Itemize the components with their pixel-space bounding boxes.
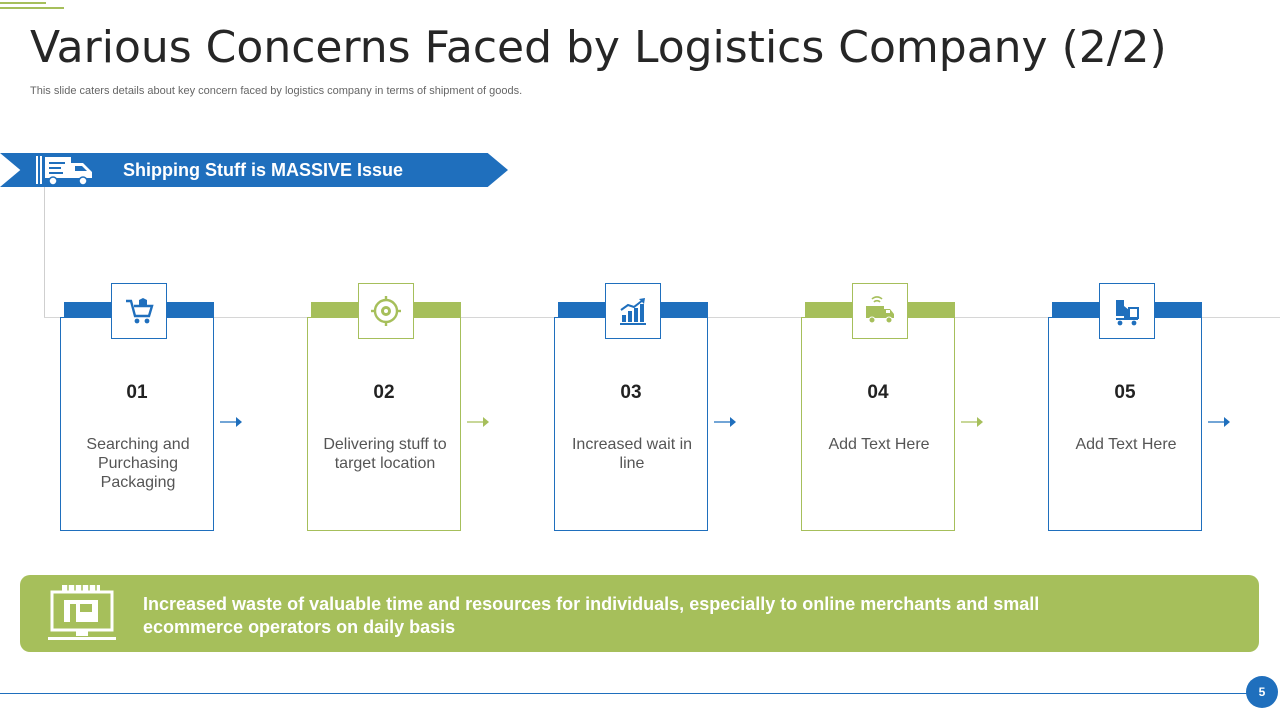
step-number: 04: [867, 382, 889, 403]
connector-line-vertical: [44, 187, 45, 318]
step-number: 05: [1114, 382, 1136, 403]
truck-icon: [866, 296, 894, 324]
step-card-body: [1048, 317, 1202, 531]
step-description: Increased wait in line: [571, 436, 693, 472]
step-icon-box: [1099, 283, 1155, 339]
summary-text: Increased waste of valuable time and res…: [143, 594, 1040, 637]
step-description: Searching and Purchasing Packaging: [86, 436, 190, 491]
step-description: Add Text Here: [828, 436, 930, 453]
bar-chart-icon: [620, 298, 646, 325]
step-number: 01: [126, 382, 148, 403]
step-card-body: [554, 317, 708, 531]
step-card-5: 05 Add Text Here: [1048, 282, 1230, 533]
shopping-cart-icon: [126, 298, 154, 324]
step-card-body: [60, 317, 214, 531]
step-card-body: [801, 317, 955, 531]
hand-truck-icon: [1116, 300, 1139, 326]
step-icon-box: [358, 283, 414, 339]
arrow-right-icon: [714, 417, 736, 427]
step-card-4: 04 Add Text Here: [801, 282, 983, 533]
footer-line: [0, 693, 1248, 694]
delivery-truck-icon: [36, 156, 92, 186]
online-store-icon: [48, 585, 116, 640]
step-card-3: 03 Increased wait in line: [554, 282, 736, 533]
step-card-body: [307, 317, 461, 531]
step-icon-box: [852, 283, 908, 339]
step-card-1: 01 Searching and Purchasing Packaging: [60, 282, 242, 533]
banner-label: Shipping Stuff is MASSIVE Issue: [123, 160, 404, 180]
slide-subtitle: This slide caters details about key conc…: [30, 85, 523, 97]
arrow-right-icon: [961, 417, 983, 427]
summary-box: [20, 575, 1259, 652]
target-icon: [371, 296, 401, 326]
slide-title: Various Concerns Faced by Logistics Comp…: [30, 22, 1167, 73]
step-icon-box: [605, 283, 661, 339]
arrow-right-icon: [220, 417, 242, 427]
step-number: 03: [620, 382, 642, 403]
step-number: 02: [373, 382, 395, 403]
step-description: Add Text Here: [1075, 436, 1177, 453]
step-icon-box: [111, 283, 167, 339]
step-card-2: 02 Delivering stuff to target location: [307, 282, 489, 533]
step-description: Delivering stuff to target location: [323, 436, 447, 472]
arrow-right-icon: [467, 417, 489, 427]
page-number: 5: [1246, 676, 1278, 708]
arrow-right-icon: [1208, 417, 1230, 427]
